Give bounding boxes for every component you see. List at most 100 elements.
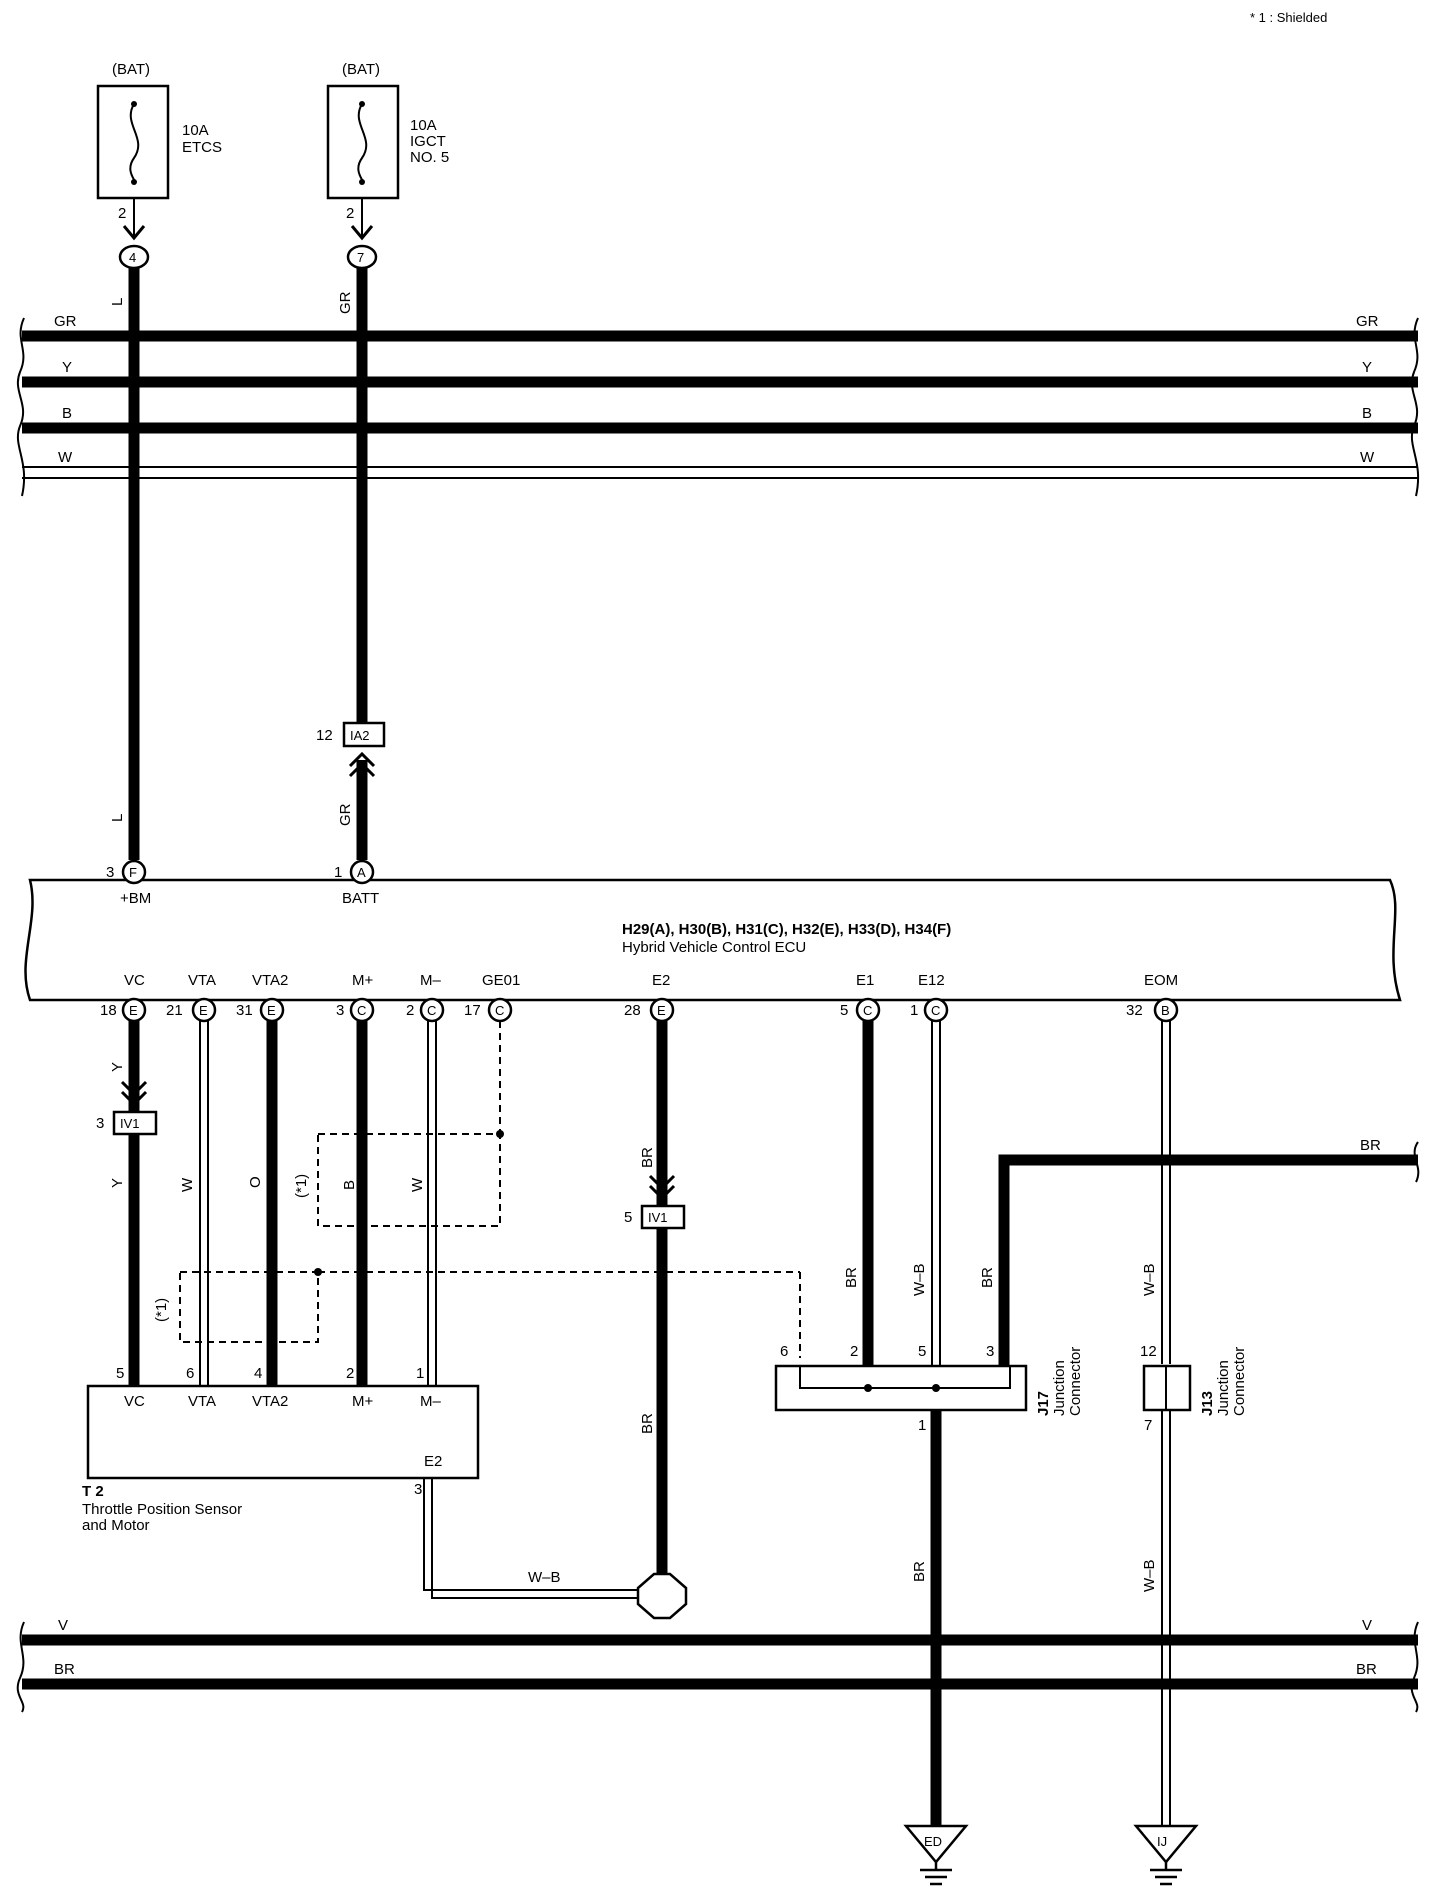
- sensor-pin-vc-num: 5: [116, 1365, 124, 1382]
- sensor-name-2: and Motor: [82, 1517, 150, 1534]
- ecu-pin-vc-conn: E: [129, 1003, 138, 1018]
- j13-name-1: Junction: [1215, 1360, 1232, 1416]
- ecu-pin-f: F: [129, 865, 137, 880]
- fuse-igct: (BAT) 10A IGCT NO. 5 2 7: [326, 61, 449, 270]
- ecu-block: F 3 +BM A 1 BATT H29(A), H30(B), H31(C),…: [24, 859, 1402, 1002]
- wire-br-e2-upper: BR: [639, 1147, 656, 1168]
- shield-label-2: (*1): [153, 1298, 170, 1322]
- j17-name-1: Junction: [1051, 1360, 1068, 1416]
- bus-top-y-left: Y: [62, 359, 72, 376]
- connector-iv1-b: IV1: [648, 1210, 668, 1225]
- sensor-pin-e2: E2: [424, 1453, 442, 1470]
- bus-top-y-right: Y: [1362, 359, 1372, 376]
- wire-l-upper: L: [109, 298, 126, 306]
- ecu-pin-eom: EOM: [1144, 972, 1178, 989]
- ecu-pin-vta-conn: E: [199, 1003, 208, 1018]
- bus-bottom-v-left: V: [58, 1617, 68, 1634]
- ecu-pin-batt: BATT: [342, 890, 379, 907]
- bus-bottom-v-right: V: [1362, 1617, 1372, 1634]
- ecu-subtitle: Hybrid Vehicle Control ECU: [622, 939, 806, 956]
- connector-ia2-pin: 12: [316, 727, 333, 744]
- fuse-etcs-connector: 4: [129, 250, 136, 265]
- sensor-pin-mminus: M–: [420, 1393, 441, 1410]
- sensor-pin-vc: VC: [124, 1393, 145, 1410]
- j17-pin-2: 2: [850, 1343, 858, 1360]
- ground-ed-label: ED: [924, 1834, 942, 1849]
- junction-connector-j13: 12 7 J13 Junction Connector: [1140, 1343, 1248, 1434]
- ground-ij: IJ: [1133, 1824, 1199, 1886]
- wire-o-vta2: O: [247, 1176, 264, 1188]
- fuse-igct-name-1: IGCT: [410, 133, 446, 150]
- wire-l-lower: L: [109, 814, 126, 822]
- ecu-pin-ge01: GE01: [482, 972, 520, 989]
- ecu-pin-vc-num: 18: [100, 1002, 117, 1019]
- sensor-pin-vta: VTA: [188, 1393, 216, 1410]
- wire-br-j17-ground: BR: [911, 1561, 928, 1582]
- ecu-pin-ge01-num: 17: [464, 1002, 481, 1019]
- j17-pin-3: 3: [986, 1343, 994, 1360]
- ecu-pin-mplus-conn: C: [357, 1003, 366, 1018]
- fuse-igct-source: (BAT): [342, 61, 380, 78]
- connector-ia2-label: IA2: [350, 728, 370, 743]
- wire-br-right: BR: [1360, 1137, 1381, 1154]
- sensor-pin-vta2-num: 4: [254, 1365, 262, 1382]
- shield-note: * 1 : Shielded: [1250, 10, 1327, 25]
- ground-ed: ED: [903, 1824, 969, 1886]
- junction-connector-j17: 6 2 5 3 1 J17 Junction Connector: [774, 1343, 1084, 1434]
- bus-top: GR GR Y Y B B W W: [16, 313, 1420, 497]
- ecu-pin-eom-num: 32: [1126, 1002, 1143, 1019]
- wire-wb-ground-link: W–B: [528, 1569, 561, 1586]
- wire-gr-upper: GR: [337, 291, 354, 314]
- fuse-etcs-source: (BAT): [112, 61, 150, 78]
- ecu-pin-f-num: 3: [106, 864, 114, 881]
- ecu-title: H29(A), H30(B), H31(C), H32(E), H33(D), …: [622, 921, 951, 938]
- ecu-pin-eom-conn: B: [1161, 1003, 1170, 1018]
- sensor-pin-e2-num: 3: [414, 1481, 422, 1498]
- throttle-position-sensor: 5 6 4 2 1 VC VTA VTA2 M+ M– E2 3 T 2 Thr…: [82, 1365, 480, 1534]
- j17-id: J17: [1035, 1391, 1052, 1416]
- bus-top-w-left: W: [58, 449, 73, 466]
- wire-br-j17-3: BR: [979, 1267, 996, 1288]
- fuse-igct-rating: 10A: [410, 117, 437, 134]
- ecu-pin-a: A: [357, 865, 366, 880]
- fuse-etcs-pin: 2: [118, 205, 126, 222]
- sensor-pin-vta2: VTA2: [252, 1393, 288, 1410]
- shield-lines: (*1) (*1): [153, 1021, 801, 1358]
- ecu-pin-e2-conn: E: [657, 1003, 666, 1018]
- bus-top-gr-right: GR: [1356, 313, 1379, 330]
- ground-ij-label: IJ: [1157, 1834, 1167, 1849]
- bus-top-b-left: B: [62, 405, 72, 422]
- ecu-pin-vta: VTA: [188, 972, 216, 989]
- ecu-pin-mminus-num: 2: [406, 1002, 414, 1019]
- bus-top-w-right: W: [1360, 449, 1375, 466]
- ecu-pin-e12-num: 1: [910, 1002, 918, 1019]
- wire-y-upper: Y: [109, 1062, 126, 1072]
- j17-pin-6: 6: [780, 1343, 788, 1360]
- fuse-etcs: (BAT) 10A ETCS 2 4: [96, 61, 222, 270]
- wire-br-e1: BR: [843, 1267, 860, 1288]
- bus-top-gr-left: GR: [54, 313, 77, 330]
- ecu-pin-e12: E12: [918, 972, 945, 989]
- ecu-pin-e1-num: 5: [840, 1002, 848, 1019]
- bus-top-b-right: B: [1362, 405, 1372, 422]
- ecu-pin-e2: E2: [652, 972, 670, 989]
- bus-bottom-br-right: BR: [1356, 1661, 1377, 1678]
- j13-name-2: Connector: [1231, 1347, 1248, 1416]
- connector-iv1-a-pin: 3: [96, 1115, 104, 1132]
- fuse-etcs-rating: 10A: [182, 122, 209, 139]
- ecu-pin-vc: VC: [124, 972, 145, 989]
- ecu-pin-e2-num: 28: [624, 1002, 641, 1019]
- wire-br-e2-lower: BR: [639, 1413, 656, 1434]
- sensor-pin-mplus-num: 2: [346, 1365, 354, 1382]
- wire-b-mplus: B: [341, 1180, 358, 1190]
- wire-y-lower: Y: [109, 1178, 126, 1188]
- ecu-pin-e1-conn: C: [863, 1003, 872, 1018]
- fuse-igct-name-2: NO. 5: [410, 149, 449, 166]
- wire-w-vta: W: [179, 1177, 196, 1192]
- ecu-pin-ge01-conn: C: [495, 1003, 504, 1018]
- wire-w-mminus: W: [409, 1177, 426, 1192]
- ecu-pin-a-num: 1: [334, 864, 342, 881]
- connector-ia2: IA2 12: [316, 721, 386, 778]
- ecu-pin-mminus-conn: C: [427, 1003, 436, 1018]
